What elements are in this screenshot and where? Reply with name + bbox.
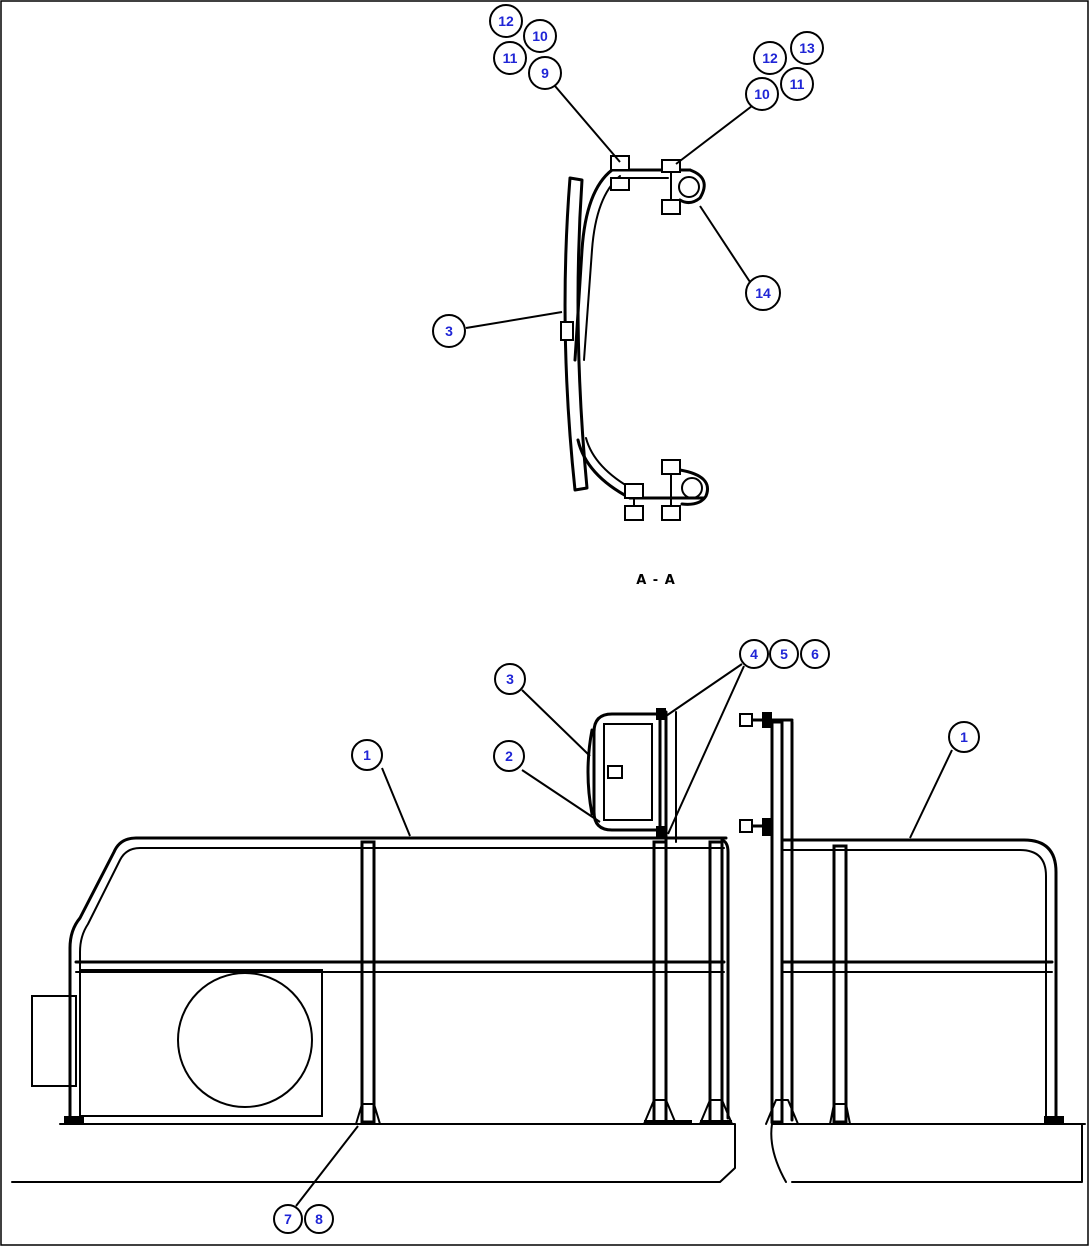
- left-handrail-top-inner: [79, 847, 725, 1121]
- callout-6: 6: [800, 639, 830, 669]
- callout-9: 9: [528, 56, 562, 90]
- callout-4: 4: [739, 639, 769, 669]
- svg-text:10: 10: [532, 28, 548, 44]
- foot-4: [699, 1099, 733, 1125]
- nut-bottom-c: [624, 483, 644, 499]
- leader-7: [295, 1125, 359, 1207]
- callout-14: 14: [745, 275, 781, 311]
- foot-3: [643, 1099, 677, 1125]
- callouts: 12 10 11 9 12 13 11 10 14 3 4 5 6 3 2 1 …: [273, 4, 980, 1234]
- svg-text:11: 11: [503, 50, 518, 66]
- svg-text:8: 8: [315, 1211, 323, 1227]
- callout-2: 2: [493, 740, 525, 772]
- leader-9: [554, 85, 621, 163]
- deck-break: [770, 1123, 787, 1183]
- left-post-a: [360, 840, 376, 1124]
- bracket-arm-lower: [576, 438, 632, 500]
- nut-bottom-a: [661, 459, 681, 475]
- svg-text:5: 5: [780, 646, 788, 662]
- leader-4-a: [665, 663, 743, 717]
- callout-11-top-left: 11: [493, 41, 527, 75]
- foot-6: [829, 1103, 851, 1125]
- mirror-glass: [586, 728, 594, 816]
- svg-text:1: 1: [960, 729, 968, 745]
- svg-text:2: 2: [505, 748, 513, 764]
- section-label: A - A: [636, 573, 676, 588]
- callout-7: 7: [273, 1204, 303, 1234]
- tank-side-plate: [31, 995, 77, 1087]
- nut-top-left: [610, 177, 630, 191]
- leader-3-section: [465, 311, 563, 329]
- mirror-body: [603, 723, 653, 821]
- callout-10-top-right: 10: [745, 77, 779, 111]
- foot-5: [765, 1099, 799, 1125]
- clamp-pipe-top: [678, 176, 700, 198]
- leader-1-right: [909, 749, 953, 839]
- svg-text:13: 13: [799, 40, 815, 56]
- svg-text:12: 12: [762, 50, 778, 66]
- callout-5: 5: [769, 639, 799, 669]
- foot-1: [64, 1116, 84, 1124]
- callout-3: 3: [494, 663, 526, 695]
- u-bolt-top: [678, 168, 706, 205]
- clamp-pipe-bottom: [681, 477, 703, 499]
- bracket-arm-upper: [573, 168, 614, 362]
- svg-text:1: 1: [363, 747, 371, 763]
- leader-2: [521, 769, 601, 823]
- leader-10-right: [675, 105, 753, 165]
- callout-12-top-right: 12: [753, 41, 787, 75]
- right-post-gate: [770, 720, 784, 1124]
- nut-bottom-b: [661, 505, 681, 521]
- svg-text:3: 3: [445, 323, 453, 339]
- svg-text:9: 9: [541, 65, 549, 81]
- nut-top-right-b: [661, 199, 681, 215]
- foot-7: [1044, 1116, 1064, 1124]
- callout-1-left: 1: [351, 739, 383, 771]
- tank-circle: [177, 972, 313, 1108]
- mirror-knob: [607, 765, 623, 779]
- foot-2: [355, 1103, 381, 1125]
- svg-text:12: 12: [498, 13, 514, 29]
- leader-4-b: [667, 665, 745, 835]
- callout-1-right: 1: [948, 721, 980, 753]
- left-post-b: [652, 840, 668, 1124]
- deck-left: [11, 1123, 736, 1183]
- callout-11-top-right: 11: [780, 67, 814, 101]
- left-post-c: [708, 840, 724, 1124]
- svg-text:11: 11: [790, 76, 805, 92]
- elevation-view: [11, 663, 1086, 1207]
- left-handrail-top: [68, 836, 728, 1122]
- mirror-glass-section: [563, 176, 589, 492]
- callout-3-section: 3: [432, 314, 466, 348]
- leader-14: [699, 205, 751, 283]
- leader-1-left: [381, 767, 411, 837]
- svg-text:6: 6: [811, 646, 819, 662]
- deck-right: [771, 1123, 1086, 1183]
- svg-text:3: 3: [506, 671, 514, 687]
- leader-3: [521, 689, 591, 757]
- right-handrail-top: [780, 838, 1058, 1122]
- nut-bottom-d: [624, 505, 644, 521]
- svg-text:10: 10: [754, 86, 770, 102]
- bolt-head-top: [610, 155, 630, 171]
- svg-text:14: 14: [755, 285, 771, 301]
- svg-text:7: 7: [284, 1211, 292, 1227]
- callout-13: 13: [790, 31, 824, 65]
- right-post-a: [832, 844, 848, 1124]
- callout-10-top-left: 10: [523, 19, 557, 53]
- bracket-arm-lower-inner: [585, 437, 635, 491]
- mirror-center-block: [560, 321, 574, 341]
- callout-12-top-left: 12: [489, 4, 523, 38]
- mirror-frame: [592, 712, 662, 832]
- u-bolt-bottom: [678, 468, 709, 506]
- callout-8: 8: [304, 1204, 334, 1234]
- svg-text:4: 4: [750, 646, 758, 662]
- section-a-a-detail: [465, 85, 753, 521]
- right-handrail-top-inner: [781, 849, 1047, 1121]
